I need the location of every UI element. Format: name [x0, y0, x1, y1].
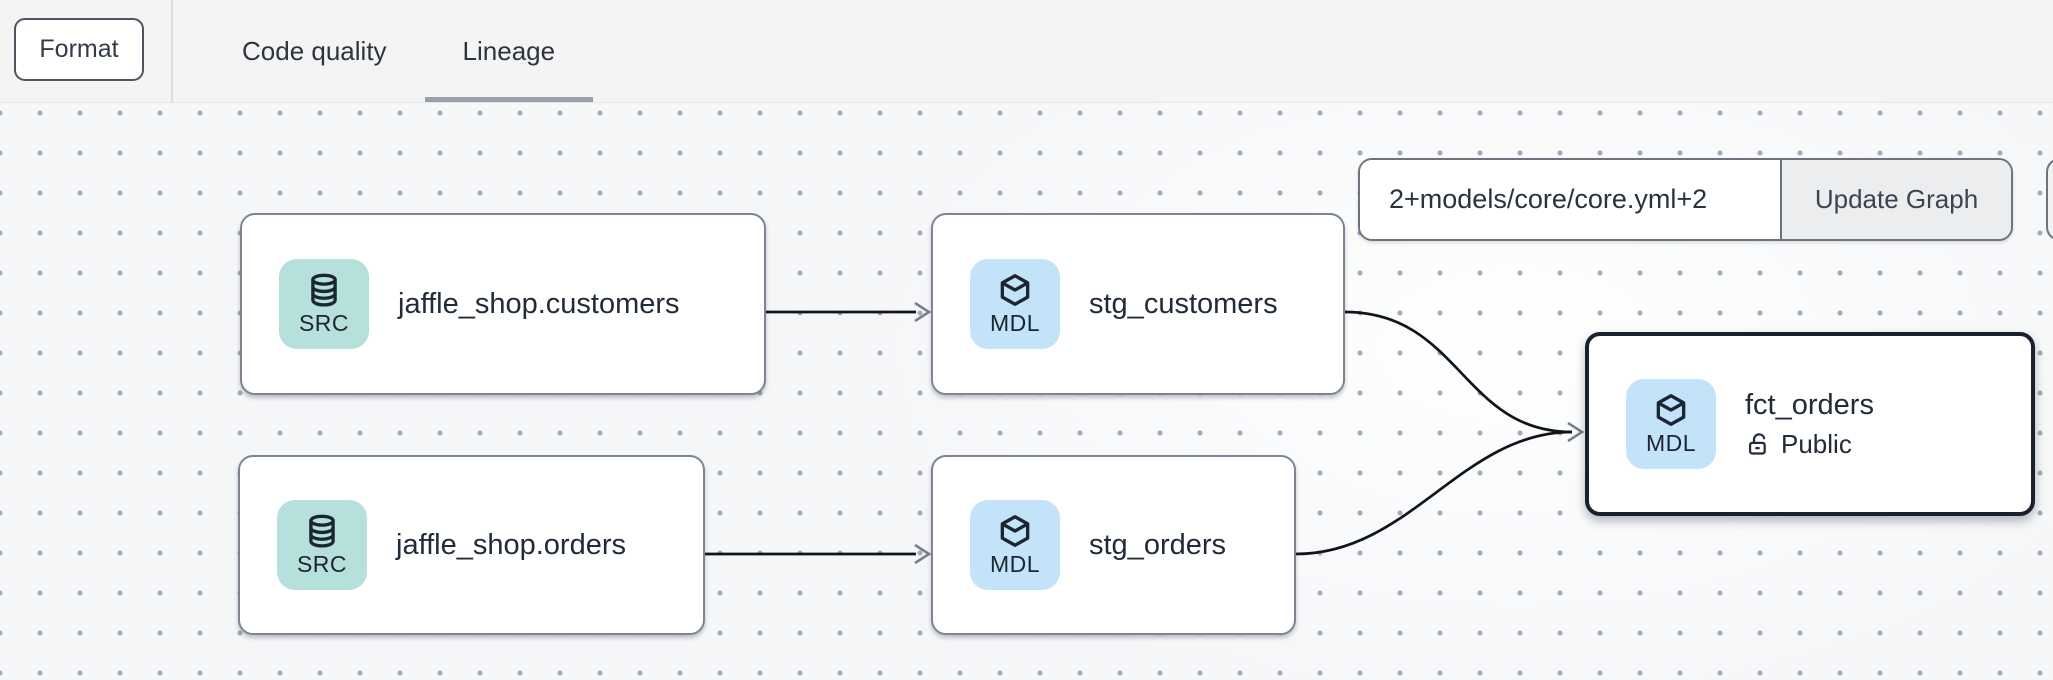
node-stg-customers[interactable]: MDL stg_customers: [931, 213, 1345, 395]
editor-toolbar: Format Code quality Lineage: [0, 0, 2053, 103]
tab-lineage[interactable]: Lineage: [424, 0, 594, 102]
access-label: Public: [1781, 428, 1852, 459]
badge-label: MDL: [989, 551, 1041, 577]
model-badge: MDL: [970, 500, 1060, 590]
cube-icon: [1000, 274, 1030, 306]
node-label: fct_orders: [1745, 388, 1874, 421]
model-badge: MDL: [1626, 379, 1716, 469]
badge-label: MDL: [1645, 430, 1697, 456]
edge-stgorders-fct: [1295, 430, 1573, 556]
database-icon: [309, 514, 335, 548]
cube-icon: [1000, 515, 1030, 547]
lineage-selector-input[interactable]: [1360, 160, 1780, 239]
clipped-edge-button[interactable]: [2046, 158, 2053, 241]
edge-stgcustomers-fct: [1344, 310, 1573, 434]
arrowhead-icon: [1567, 421, 1585, 443]
lineage-edges: [705, 301, 1585, 565]
format-button[interactable]: Format: [14, 18, 144, 81]
node-stg-orders[interactable]: MDL stg_orders: [931, 455, 1296, 635]
database-icon: [311, 273, 337, 307]
cube-icon: [1656, 394, 1686, 426]
badge-label: MDL: [989, 310, 1041, 336]
badge-label: SRC: [298, 310, 350, 336]
access-row: Public: [1745, 429, 1874, 460]
node-jaffle-shop-orders[interactable]: SRC jaffle_shop.orders: [238, 455, 705, 635]
panel-tabs: Code quality Lineage: [204, 0, 593, 102]
arrowhead-icon: [914, 543, 932, 565]
lineage-selector-group: Update Graph: [1358, 158, 2013, 241]
source-badge: SRC: [277, 500, 367, 590]
lineage-canvas[interactable]: SRC jaffle_shop.customers SRC jaffle_sho…: [0, 103, 2053, 680]
source-badge: SRC: [279, 259, 369, 349]
node-label: stg_orders: [1089, 528, 1227, 561]
badge-label: SRC: [296, 551, 348, 577]
model-badge: MDL: [970, 259, 1060, 349]
node-jaffle-shop-customers[interactable]: SRC jaffle_shop.customers: [240, 213, 766, 395]
node-fct-orders[interactable]: MDL fct_orders Public: [1585, 332, 2035, 516]
node-label: jaffle_shop.customers: [398, 287, 680, 320]
node-label: stg_customers: [1089, 287, 1278, 320]
toolbar-divider: [171, 0, 173, 102]
lock-open-icon: [1748, 432, 1766, 455]
update-graph-button[interactable]: Update Graph: [1780, 160, 2011, 239]
node-text: fct_orders Public: [1745, 389, 1874, 460]
tab-code-quality[interactable]: Code quality: [242, 35, 387, 66]
node-label: jaffle_shop.orders: [396, 528, 627, 561]
arrowhead-icon: [914, 301, 932, 323]
